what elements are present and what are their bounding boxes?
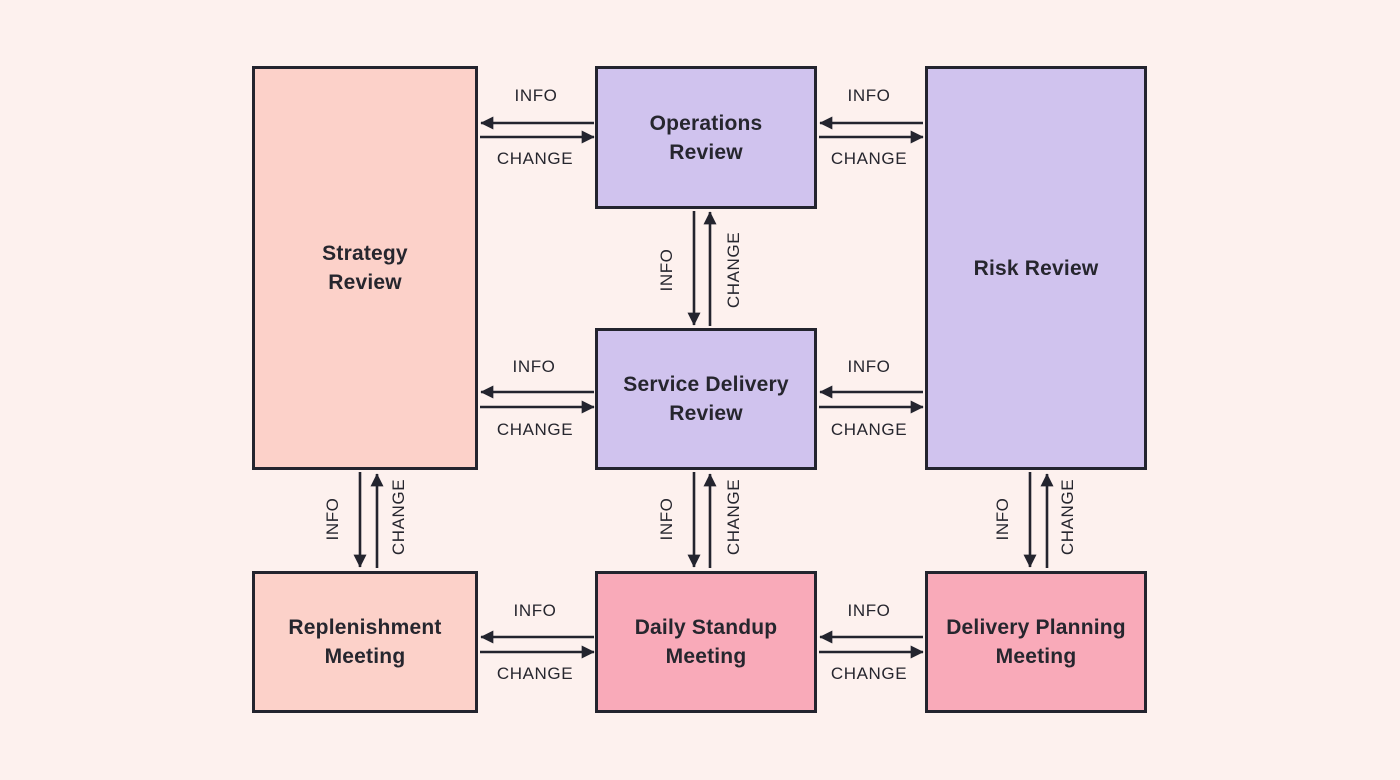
node-strategy-review: Strategy Review (252, 66, 478, 470)
edge-label-info-service-delivery-review-risk-review: INFO (847, 357, 891, 376)
node-risk-review: Risk Review (925, 66, 1147, 470)
edge-label-info-replenishment-meeting-daily-standup-meeting: INFO (513, 601, 557, 620)
edge-label-info-operations-review-risk-review: INFO (847, 86, 891, 105)
node-label-risk-review: Risk Review (973, 256, 1099, 280)
edge-label-change-risk-review-delivery-planning-meeting: CHANGE (1058, 478, 1077, 556)
node-label-service-delivery-review: Service Delivery Review (623, 373, 789, 425)
node-label-daily-standup-meeting: Daily Standup Meeting (634, 616, 778, 668)
node-label-delivery-planning-meeting: Delivery Planning Meeting (946, 616, 1126, 668)
edge-label-change-operations-review-risk-review: CHANGE (830, 149, 908, 168)
edge-label-change-strategy-review-operations-review: CHANGE (496, 149, 574, 168)
edge-label-info-risk-review-delivery-planning-meeting: INFO (993, 497, 1012, 541)
node-daily-standup-meeting: Daily Standup Meeting (595, 571, 817, 713)
node-replenishment-meeting: Replenishment Meeting (252, 571, 478, 713)
node-label-replenishment-meeting: Replenishment Meeting (288, 616, 442, 668)
node-operations-review: Operations Review (595, 66, 817, 209)
edge-label-change-strategy-review-service-delivery-review: CHANGE (496, 420, 574, 439)
node-label-operations-review: Operations Review (649, 111, 763, 164)
edge-label-change-replenishment-meeting-daily-standup-meeting: CHANGE (496, 664, 574, 683)
edge-label-change-operations-review-service-delivery-review: CHANGE (724, 231, 743, 309)
edge-label-info-strategy-review-service-delivery-review: INFO (512, 357, 556, 376)
edge-label-change-service-delivery-review-risk-review: CHANGE (830, 420, 908, 439)
edge-label-change-service-delivery-review-daily-standup-meeting: CHANGE (724, 478, 743, 556)
edge-label-change-daily-standup-meeting-delivery-planning-meeting: CHANGE (830, 664, 908, 683)
edge-label-info-strategy-review-replenishment-meeting: INFO (323, 497, 342, 541)
edge-label-change-strategy-review-replenishment-meeting: CHANGE (389, 478, 408, 556)
node-label-strategy-review: Strategy Review (322, 242, 408, 294)
edge-label-info-strategy-review-operations-review: INFO (514, 86, 558, 105)
node-service-delivery-review: Service Delivery Review (595, 328, 817, 470)
edge-label-info-service-delivery-review-daily-standup-meeting: INFO (657, 497, 676, 541)
edge-label-info-daily-standup-meeting-delivery-planning-meeting: INFO (847, 601, 891, 620)
edge-label-info-operations-review-service-delivery-review: INFO (657, 248, 676, 292)
node-delivery-planning-meeting: Delivery Planning Meeting (925, 571, 1147, 713)
